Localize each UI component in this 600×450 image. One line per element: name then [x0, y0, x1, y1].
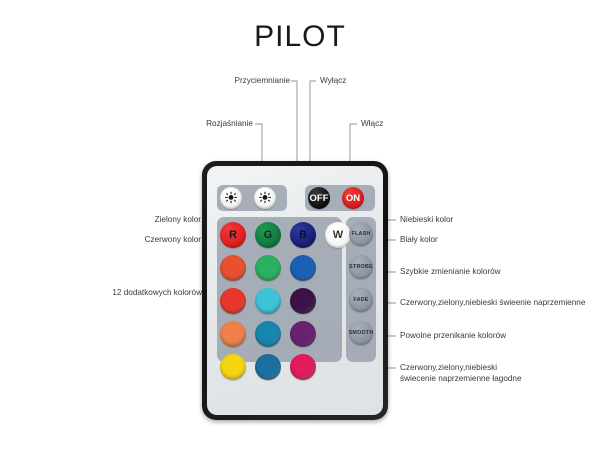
- button-color-11[interactable]: [255, 354, 281, 380]
- button-color-6[interactable]: [290, 288, 316, 314]
- button-on[interactable]: ON: [342, 187, 364, 209]
- button-brightness-down[interactable]: [220, 187, 242, 209]
- label-blue-color: Niebieski kolor: [400, 215, 454, 224]
- page-title: PILOT: [254, 20, 346, 53]
- label-smooth-desc: Czerwony,zielony,niebieski świecenie nap…: [400, 362, 522, 384]
- button-color-5[interactable]: [255, 288, 281, 314]
- label-extra-colors: 12 dodatkowych kolorów: [112, 288, 202, 297]
- remote-face: OFF ON R G B W FLASH STROBE FADE SMOOTH: [207, 166, 383, 415]
- button-color-3[interactable]: [290, 255, 316, 281]
- remote-control: OFF ON R G B W FLASH STROBE FADE SMOOTH: [202, 161, 388, 420]
- label-white-color: Biały kolor: [400, 235, 438, 244]
- button-off[interactable]: OFF: [308, 187, 330, 209]
- label-smooth-desc-line1: Czerwony,zielony,niebieski: [400, 363, 498, 372]
- label-red-color: Czerwony kolor: [144, 235, 201, 244]
- label-flash-desc: Szybkie zmienianie kolorów: [400, 267, 501, 276]
- button-color-1[interactable]: [220, 255, 246, 281]
- label-power-on: Włącz: [361, 119, 384, 128]
- button-color-blue[interactable]: B: [290, 222, 316, 248]
- label-brighten: Rozjaśnianie: [206, 119, 253, 128]
- button-color-12[interactable]: [290, 354, 316, 380]
- label-fade-desc: Powolne przenikanie kolorów: [400, 331, 507, 340]
- label-power-off: Wyłącz: [320, 76, 347, 85]
- label-strobe-desc: Czerwony,zielony,niebieski świeenie napr…: [400, 298, 586, 307]
- label-green-color: Zielony kolor: [154, 215, 201, 224]
- button-color-8[interactable]: [255, 321, 281, 347]
- button-color-9[interactable]: [290, 321, 316, 347]
- button-color-10[interactable]: [220, 354, 246, 380]
- sun-icon: [259, 191, 271, 204]
- button-strobe[interactable]: STROBE: [349, 255, 373, 279]
- button-color-red[interactable]: R: [220, 222, 246, 248]
- sun-icon: [225, 191, 237, 204]
- label-dim: Przyciemnianie: [234, 76, 290, 85]
- button-color-4[interactable]: [220, 288, 246, 314]
- button-flash[interactable]: FLASH: [349, 222, 373, 246]
- button-color-7[interactable]: [220, 321, 246, 347]
- button-fade[interactable]: FADE: [349, 288, 373, 312]
- label-smooth-desc-line2: świecenie naprzemienne łagodne: [400, 374, 522, 384]
- button-color-green[interactable]: G: [255, 222, 281, 248]
- button-smooth[interactable]: SMOOTH: [349, 321, 373, 345]
- button-color-2[interactable]: [255, 255, 281, 281]
- button-brightness-up[interactable]: [254, 187, 276, 209]
- button-color-white[interactable]: W: [325, 222, 351, 248]
